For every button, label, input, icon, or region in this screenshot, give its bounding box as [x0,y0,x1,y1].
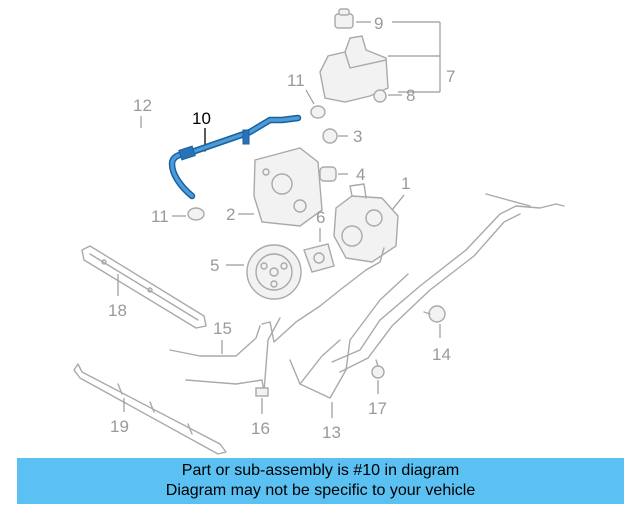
banner-line-2: Diagram may not be specific to your vehi… [165,482,476,499]
part-12-return-hose[interactable] [124,134,152,182]
callout-13: 13 [322,423,341,442]
callout-5: 5 [210,256,219,275]
part-11-upper-clamp[interactable] [310,105,326,119]
callout-18: 18 [108,301,127,320]
part-2-pump-bracket[interactable] [253,147,323,227]
part-8-grommet[interactable] [373,89,387,103]
part-11-lower-clamp[interactable] [187,207,205,221]
callout-3: 3 [353,127,362,146]
callout-11-upper: 11 [287,71,305,90]
part-7-reservoir[interactable] [319,35,389,103]
part-10-pressure-hose[interactable] [168,114,302,200]
callout-7: 7 [446,67,455,86]
part-4-bushing[interactable] [319,166,337,182]
part-15-16-lines[interactable] [169,247,385,397]
callout-1: 1 [401,174,410,193]
part-19-bracket[interactable] [73,363,227,455]
part-1-power-steering-pump[interactable] [333,183,399,263]
callout-8: 8 [406,86,415,105]
callout-11-lower: 11 [151,207,169,226]
part-long-return-line[interactable] [331,193,565,373]
part-5-pulley[interactable] [246,244,302,300]
part-9-reservoir-cap[interactable] [334,8,354,29]
callout-4: 4 [356,165,365,184]
callout-16: 16 [251,419,270,438]
callout-14: 14 [432,345,451,364]
part-3-bushing[interactable] [322,128,338,144]
banner-line-1: Part or sub-assembly is #10 in diagram [181,462,460,479]
callout-6: 6 [316,208,325,227]
parts-diagram: 9 7 8 11 3 4 12 10 [73,8,565,455]
callout-2: 2 [226,205,235,224]
callout-15: 15 [213,319,232,338]
part-17-sensor[interactable] [371,359,385,379]
callout-12: 12 [133,96,152,115]
part-14-mount[interactable] [423,305,446,323]
callout-10: 10 [192,109,211,128]
callout-19: 19 [110,417,129,436]
info-banner: Part or sub-assembly is #10 in diagram D… [17,458,624,504]
part-6-gasket[interactable] [303,243,335,273]
part-18-cooler[interactable] [81,245,207,329]
callout-9: 9 [374,14,383,33]
part-13-line[interactable] [289,273,409,399]
callout-17: 17 [368,399,387,418]
